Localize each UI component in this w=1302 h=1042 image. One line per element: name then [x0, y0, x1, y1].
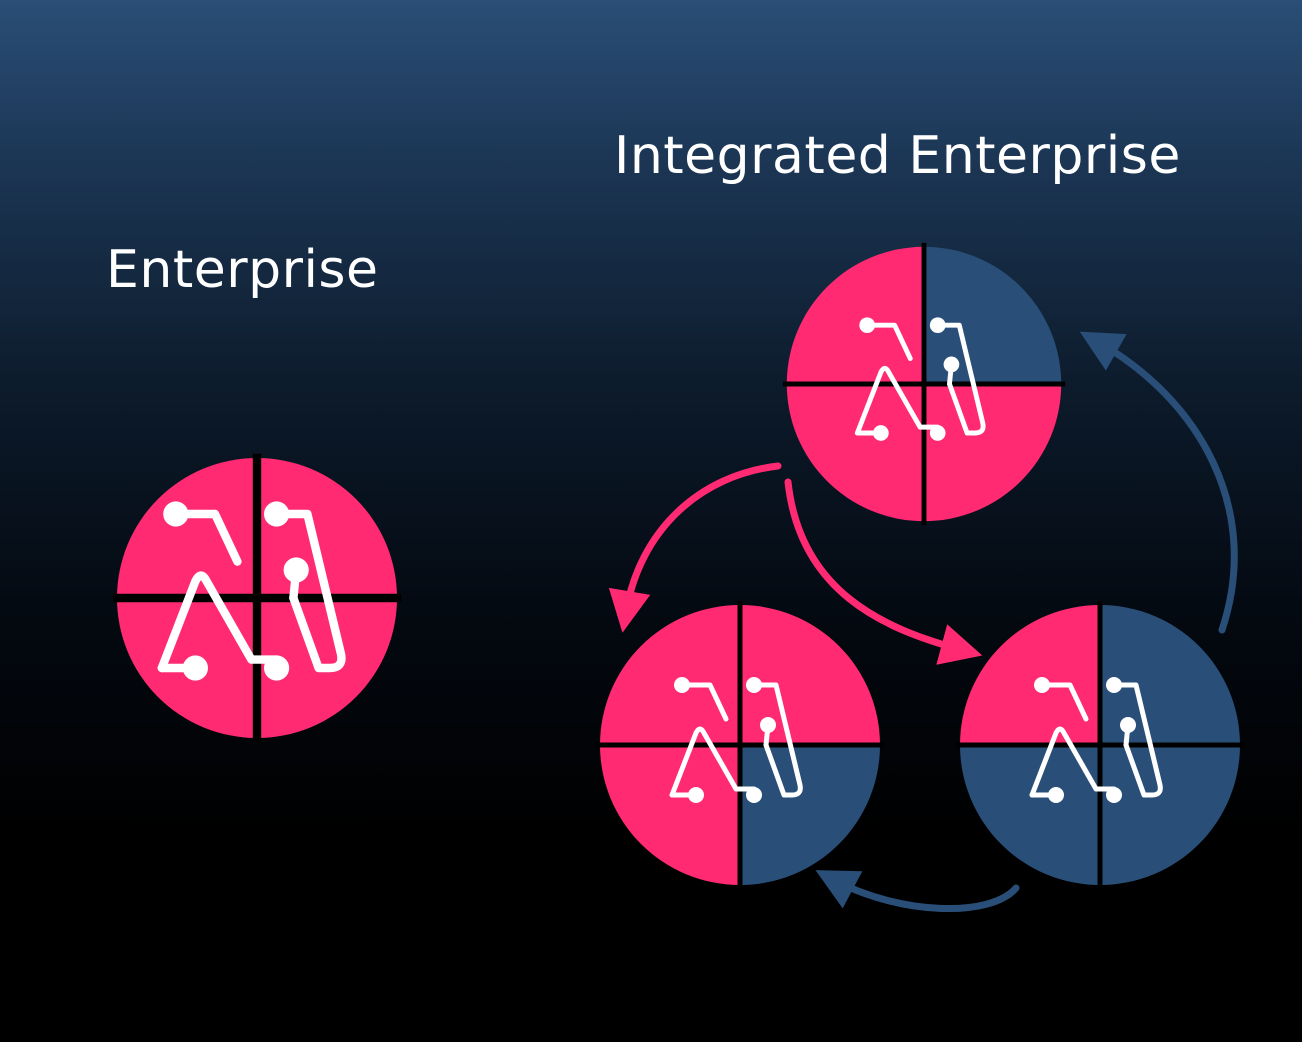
flow-arrows [608, 331, 1238, 913]
circuit-glyph [854, 322, 986, 436]
logo-divider-lines [956, 601, 1244, 889]
quadrant-top-left [786, 246, 924, 384]
quadrant-bottom-left [960, 745, 1100, 885]
circuit-nodes [163, 501, 309, 681]
quadrant-bottom-right [924, 384, 1062, 522]
logo-divider-lines [596, 601, 884, 889]
circuit-nodes [674, 677, 776, 803]
enterprise-title: Enterprise [106, 240, 379, 300]
integrated-logo-bottom-left [596, 601, 884, 889]
quadrant-bottom-left [600, 745, 740, 885]
quadrant-bottom-right [1100, 745, 1240, 885]
arrow-bottom-right-to-bottom-left [815, 870, 1020, 913]
logo-divider-lines [112, 453, 402, 743]
quadrant-top-right [924, 246, 1062, 384]
quadrant-bottom-right [740, 745, 880, 885]
arrow-top-to-bottom-right [784, 478, 983, 665]
circuit-glyph [1029, 682, 1163, 798]
arrow-bottom-right-to-top [1079, 331, 1238, 634]
circuit-nodes [859, 317, 960, 441]
quadrant-top-right [1100, 605, 1240, 745]
quadrant-top-left [600, 605, 740, 745]
quadrant-bottom-left [786, 384, 924, 522]
circuit-nodes [1034, 677, 1136, 803]
integrated-logo-bottom-right [956, 601, 1244, 889]
quadrant-top-left [960, 605, 1100, 745]
quadrant-top-left [117, 458, 257, 598]
quadrant-top-right [740, 605, 880, 745]
quadrant-top-right [257, 458, 397, 598]
logo-divider-lines [782, 242, 1066, 526]
enterprise-logo [112, 453, 402, 743]
integrated-enterprise-title: Integrated Enterprise [614, 126, 1181, 186]
arrow-top-to-bottom-left [608, 462, 782, 633]
integrated-logo-top [782, 242, 1066, 526]
circuit-glyph [669, 682, 803, 798]
